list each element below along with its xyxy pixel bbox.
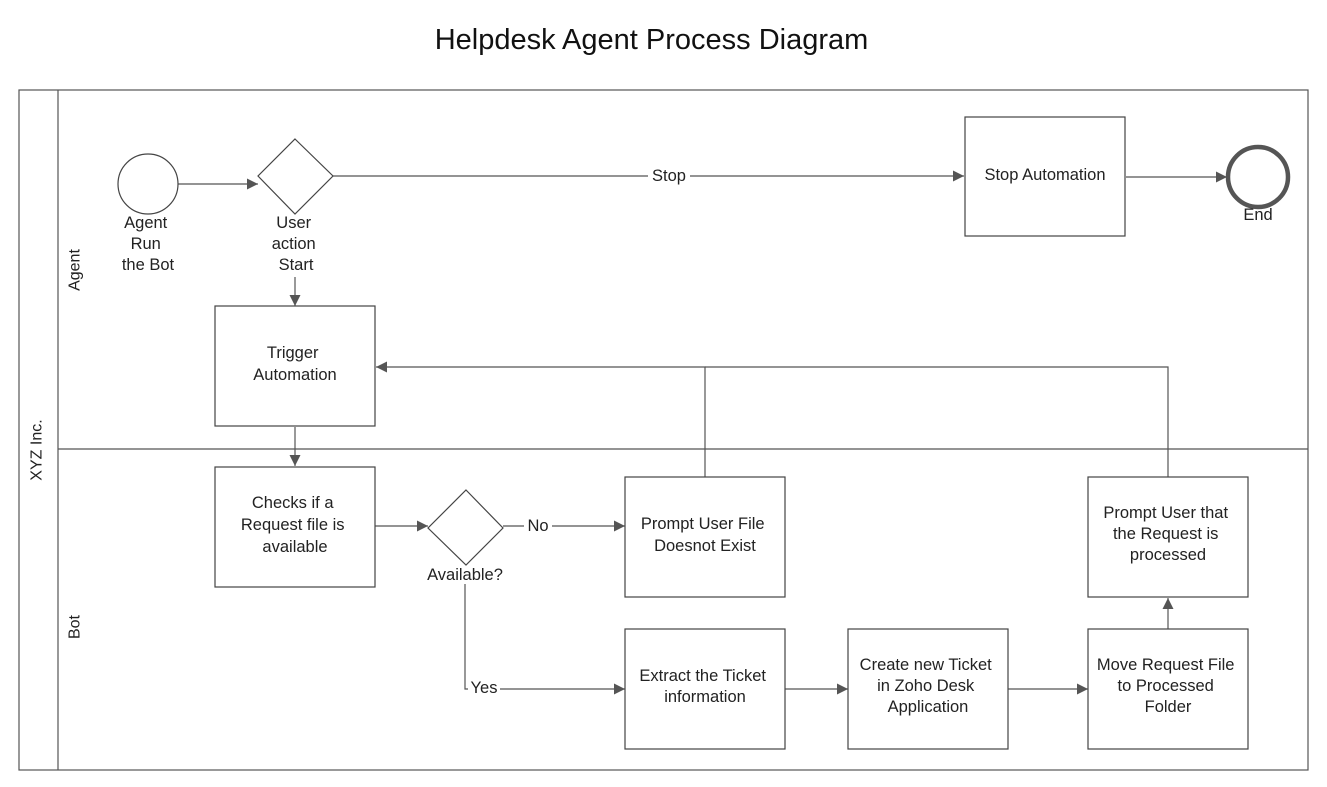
connectors [178,170,1227,695]
diagram-title: Helpdesk Agent Process Diagram [434,24,869,56]
lane-label-agent: Agent [67,249,84,291]
task-move-file-label: Move Request File to Processed Folder [1097,656,1239,716]
task-stop-automation-label: Stop Automation [984,166,1105,184]
task-trigger-automation[interactable] [214,305,376,427]
available-gateway-label: Available? [427,566,503,584]
task-create-ticket[interactable] [847,628,1009,750]
flow-label-stop: Stop [652,167,686,185]
start-event[interactable] [117,153,179,215]
available-gateway[interactable] [427,489,504,566]
task-move-file[interactable] [1087,628,1249,750]
end-event-label: End [1243,206,1272,224]
task-trigger-automation-label: Trigger Automation [253,344,336,384]
task-prompt-not-exist-label: Prompt User File Doesnot Exist [641,515,769,555]
task-extract-ticket-label: Extract the Ticket information [639,667,770,706]
flow-processed-to-trigger [705,366,1169,477]
pool-label: XYZ Inc. [29,419,46,480]
flow-label-no: No [527,517,548,535]
end-event[interactable] [1225,144,1291,210]
task-extract-ticket[interactable] [624,628,786,750]
task-checks-request[interactable] [214,466,376,588]
task-prompt-processed[interactable] [1087,476,1249,598]
task-prompt-processed-label: Prompt User that the Request is processe… [1103,504,1232,564]
start-event-label: Agent Run the Bot [122,214,175,274]
flow-label-yes: Yes [471,679,498,697]
task-create-ticket-label: Create new Ticket in Zoho Desk Applicati… [860,656,997,716]
task-prompt-not-exist[interactable] [624,476,786,598]
user-action-gateway-label: User action Start [272,214,321,274]
flow-available-yes [464,584,625,695]
user-action-gateway[interactable] [257,138,334,215]
task-stop-automation[interactable] [964,116,1126,237]
task-checks-request-label: Checks if a Request file is available [241,494,349,556]
lane-label-bot: Bot [67,614,84,639]
